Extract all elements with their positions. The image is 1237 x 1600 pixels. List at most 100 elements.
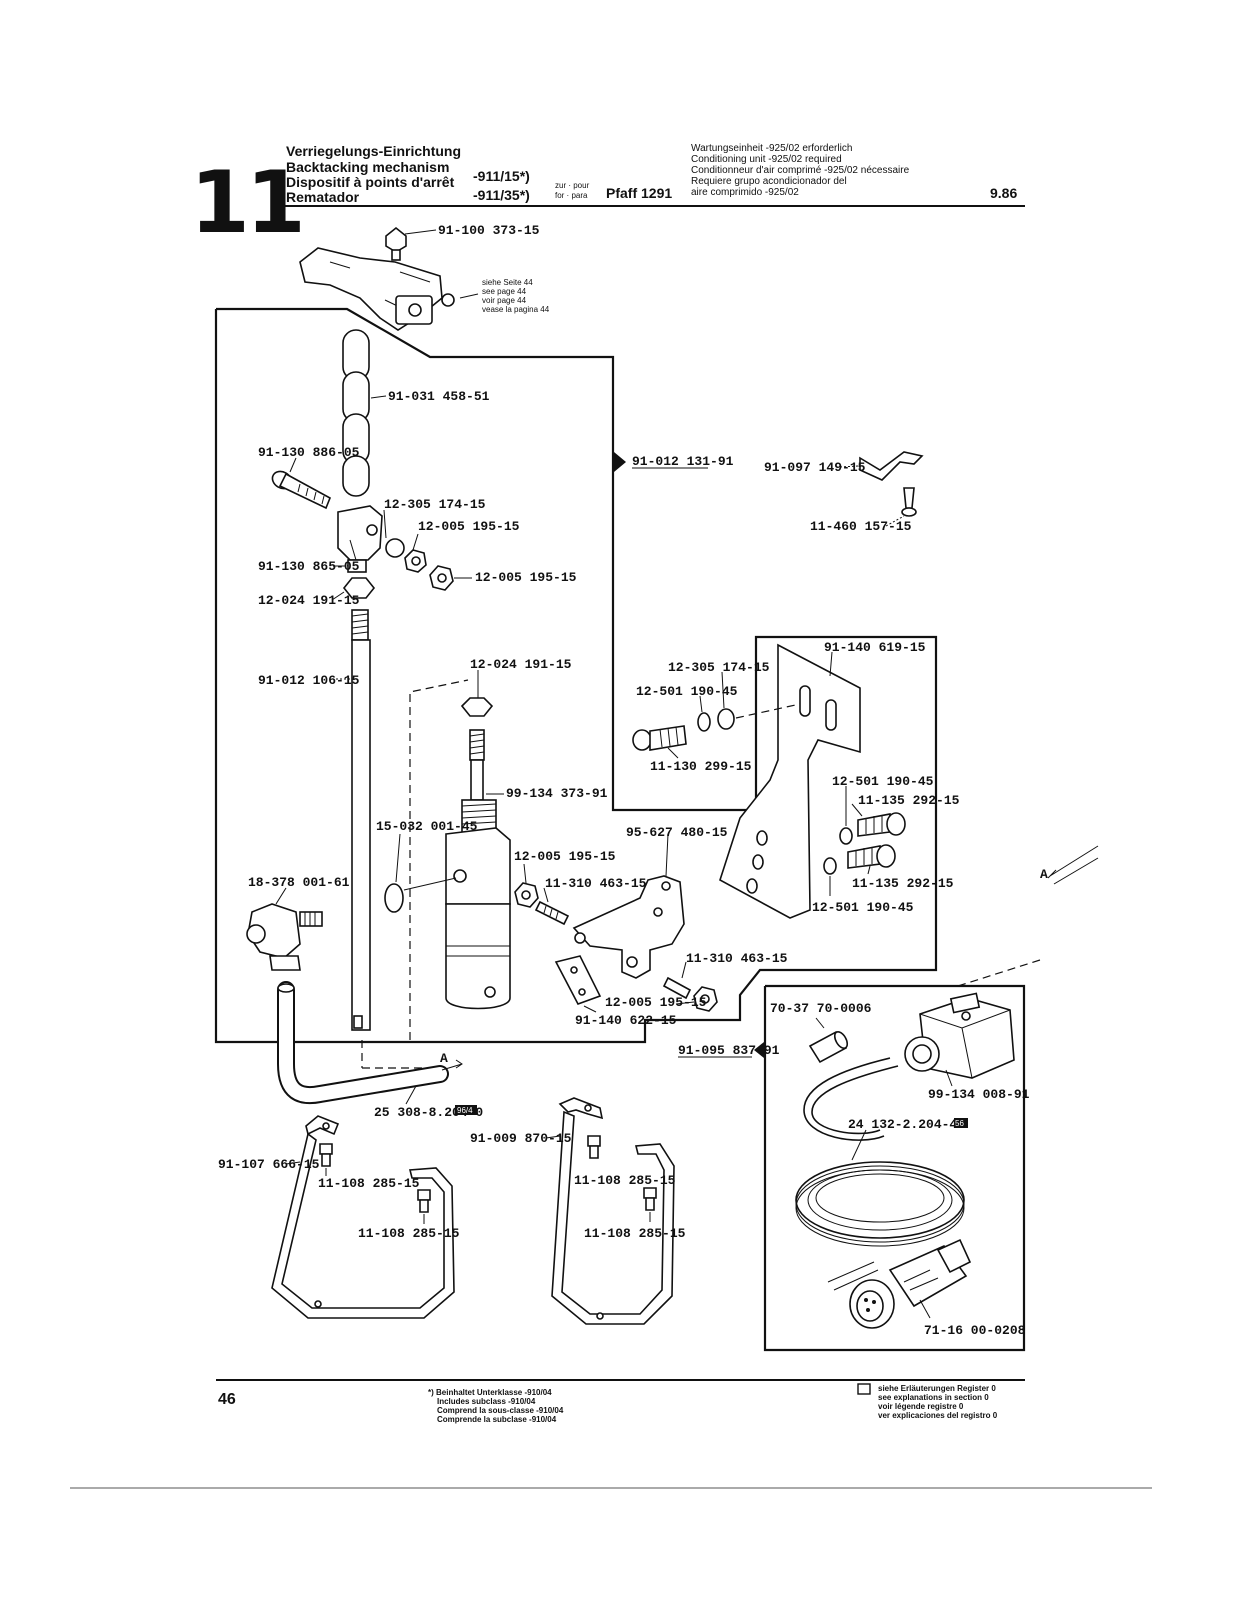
title-german: Verriegelungs-Einrichtung: [286, 143, 462, 159]
title-english: Backtacking mechanism: [286, 159, 450, 175]
part-label: 12-305 174-15: [668, 660, 770, 675]
part-label: 91-012 131-91: [632, 454, 734, 469]
cable-lead: [803, 1057, 891, 1141]
see-page-ref: voir page 44: [482, 296, 527, 305]
note-line: aire comprimido -925/02: [691, 187, 799, 198]
register-box: [455, 1105, 477, 1115]
part-label: 70-37 70-0006: [770, 1001, 872, 1016]
see-page-ref: see page 44: [482, 287, 527, 296]
washer: [839, 827, 853, 845]
part-label: 12-305 174-15: [384, 497, 486, 512]
part-label: 18-378 001-61: [248, 875, 350, 890]
part-label: 12-501 190-45: [812, 900, 914, 915]
section-arrow: [1047, 845, 1099, 885]
part-label: 11-130 299-15: [650, 759, 752, 774]
part-label: 12-501 190-45: [636, 684, 738, 699]
register-code: 96/4: [457, 1106, 473, 1115]
legend-line: see explanations in section 0: [878, 1393, 989, 1402]
legend-box-icon: [857, 1383, 871, 1395]
footnote-line: Includes subclass -910/04: [437, 1397, 536, 1406]
slot-plate: [554, 955, 602, 1005]
hex-nut: [514, 882, 539, 908]
part-label: 99-134 008-91: [928, 1087, 1030, 1102]
sleeve: [808, 1030, 849, 1064]
part-label: 91-140 619-15: [824, 640, 926, 655]
register-box: [954, 1118, 968, 1128]
part-label: 91-012 106-15: [258, 673, 360, 688]
part-label: 15-032 001-45: [376, 819, 478, 834]
part-label: 91-140 622-15: [575, 1013, 677, 1028]
footnote-line: Comprende la subclase -910/04: [437, 1415, 557, 1424]
clevis: [337, 505, 383, 573]
lock-washer: [697, 712, 711, 732]
washer: [717, 708, 735, 730]
part-label: 11-108 285-15: [574, 1173, 676, 1188]
page-date: 9.86: [990, 185, 1018, 201]
socket-screw: [847, 844, 896, 869]
for-label-bottom: for · para: [555, 191, 588, 200]
hex-nut: [429, 565, 454, 591]
screw: [319, 1143, 333, 1167]
group-marker-arrow: [754, 1042, 764, 1058]
part-label: 11-310 463-15: [686, 951, 788, 966]
frame-bracket-right: [551, 1097, 675, 1325]
screw: [417, 1189, 431, 1213]
part-label: 99-134 373-91: [506, 786, 608, 801]
clevis-pin: [271, 470, 332, 510]
part-label: 12-024 191-15: [258, 593, 360, 608]
footnote-line: *) Beinhaltet Unterklasse -910/04: [428, 1388, 552, 1397]
for-label-top: zur · pour: [555, 181, 590, 190]
screw: [643, 1187, 657, 1211]
section-arrow: [441, 1059, 463, 1071]
part-label: 11-460 157-15: [810, 519, 912, 534]
part-label: 91-130 886-05: [258, 445, 360, 460]
clip-bracket: [859, 451, 924, 481]
part-label: 12-501 190-45: [832, 774, 934, 789]
part-label: 91-009 870-15: [470, 1131, 572, 1146]
assembly-line: [735, 703, 801, 719]
part-label: 91-100 373-15: [438, 223, 540, 238]
assembly-line: [957, 959, 1041, 987]
part-label: 12-005 195-15: [514, 849, 616, 864]
title-french: Dispositif à points d'arrêt: [286, 174, 455, 190]
see-page-ref: siehe Seite 44: [482, 278, 533, 287]
socket-screw: [632, 725, 687, 751]
hex-nut: [404, 549, 427, 573]
note-line: Conditioning unit -925/02 required: [691, 154, 842, 165]
part-label: 12-005 195-15: [475, 570, 577, 585]
pneumatic-cylinder: [445, 729, 511, 1010]
connector-plug: [827, 1238, 972, 1329]
subclass-1: -911/15*): [473, 168, 530, 184]
part-label: 11-310 463-15: [545, 876, 647, 891]
part-label: 11-135 292-15: [858, 793, 960, 808]
assembly-frame: [214, 307, 938, 1044]
register-code: 56: [955, 1119, 964, 1128]
part-label: 11-135 292-15: [852, 876, 954, 891]
washer: [385, 538, 405, 558]
top-screw: [385, 226, 407, 261]
part-label: 24 132-2.204-4: [848, 1117, 957, 1132]
note-line: Conditionneur d'air comprimé -925/02 néc…: [691, 165, 910, 176]
part-label: 91-095 837-91: [678, 1043, 780, 1058]
section-number: 11: [190, 153, 306, 253]
part-label: 11-108 285-15: [584, 1226, 686, 1241]
page-number: 46: [218, 1391, 236, 1408]
set-screw: [662, 976, 692, 1000]
hex-nut: [693, 986, 718, 1012]
socket-screw: [857, 812, 906, 837]
cylinder-nut: [460, 697, 494, 717]
note-line: Requiere grupo acondicionador del: [691, 176, 847, 187]
part-label: 91-107 666-15: [218, 1157, 320, 1172]
part-label: 12-024 191-15: [470, 657, 572, 672]
part-label: 11-108 285-15: [358, 1226, 460, 1241]
part-label: 11-108 285-15: [318, 1176, 420, 1191]
title-spanish: Rematador: [286, 189, 360, 205]
mounting-bracket: [719, 643, 861, 919]
frame-bracket-left: [271, 1115, 455, 1319]
screw: [587, 1135, 601, 1159]
section-arrow-label: A: [440, 1051, 448, 1066]
group-marker-arrow: [614, 452, 626, 472]
part-label: 91-031 458-51: [388, 389, 490, 404]
machine-model: Pfaff 1291: [606, 185, 673, 201]
legend-line: ver explicaciones del registro 0: [878, 1411, 998, 1420]
